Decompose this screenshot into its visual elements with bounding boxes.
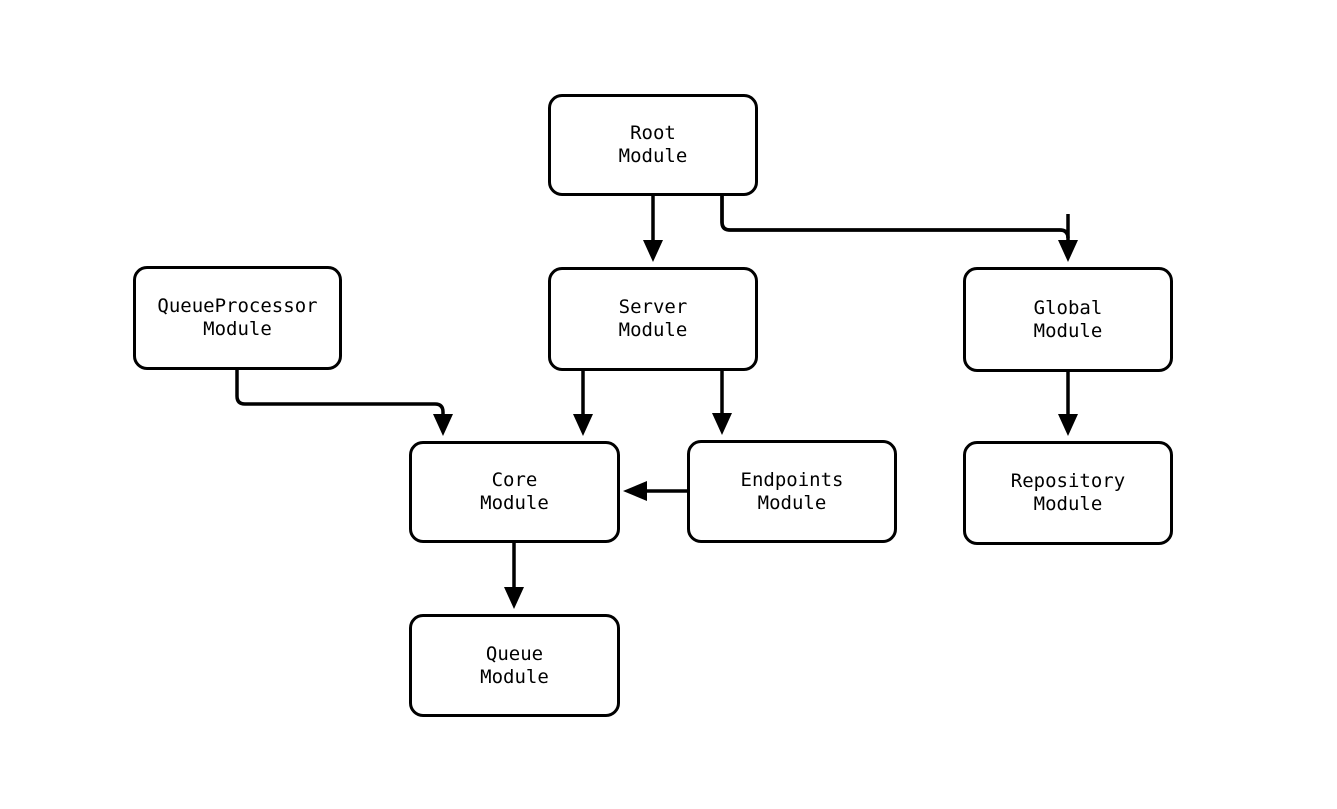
node-queueprocessor-module-label: QueueProcessor Module: [157, 295, 318, 340]
node-queue-module-label: Queue Module: [480, 642, 549, 688]
node-server-module[interactable]: Server Module: [548, 267, 758, 371]
node-repository-module-label: Repository Module: [1010, 470, 1126, 515]
node-global-module[interactable]: Global Module: [963, 267, 1173, 372]
edge-core-to-queue: [504, 543, 524, 609]
node-endpoints-module-label: Endpoints Module: [740, 468, 844, 514]
node-root-module[interactable]: Root Module: [548, 94, 758, 196]
node-root-module-label: Root Module: [618, 122, 688, 167]
edge-queueprocessor-to-core: [235, 370, 453, 436]
node-core-module[interactable]: Core Module: [409, 441, 620, 543]
edge-server-to-core: [573, 371, 593, 436]
node-server-module-label: Server Module: [618, 296, 688, 341]
edge-endpoints-to-core: [623, 481, 687, 501]
node-global-module-label: Global Module: [1033, 296, 1103, 342]
edge-global-to-repository: [1058, 372, 1078, 436]
node-endpoints-module[interactable]: Endpoints Module: [687, 440, 897, 543]
edge-server-to-endpoints: [712, 371, 732, 435]
node-repository-module[interactable]: Repository Module: [963, 441, 1173, 545]
node-queue-module[interactable]: Queue Module: [409, 614, 620, 717]
edge-root-to-global: [720, 196, 1078, 262]
node-queueprocessor-module[interactable]: QueueProcessor Module: [133, 266, 342, 370]
edge-root-to-server: [643, 196, 663, 262]
node-core-module-label: Core Module: [480, 469, 549, 514]
